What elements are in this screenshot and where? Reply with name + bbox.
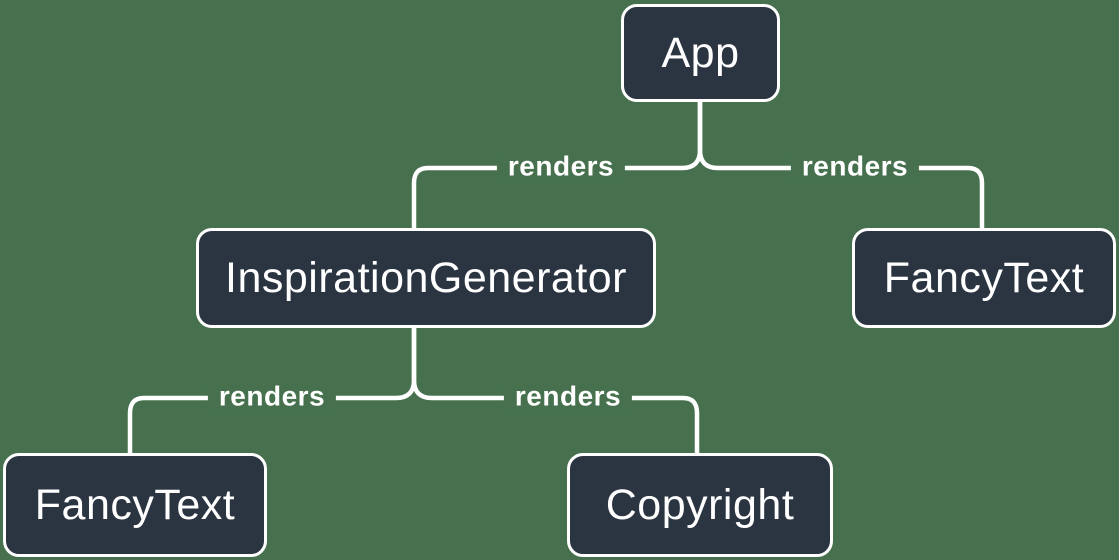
node-app: App [621,4,780,102]
node-inspiration-generator-label: InspirationGenerator [225,253,627,302]
node-copyright-label: Copyright [605,480,795,529]
node-fancytext-left-label: FancyText [34,480,236,529]
node-fancytext-right-label: FancyText [883,253,1085,302]
node-app-label: App [661,28,740,77]
edge-label-renders-3: renders [207,381,337,413]
node-fancytext-right: FancyText [852,228,1116,328]
edge-label-renders-1: renders [496,151,626,183]
node-fancytext-left: FancyText [3,453,267,557]
edge-label-renders-2: renders [790,151,920,183]
node-inspiration-generator: InspirationGenerator [196,228,656,328]
edge-label-renders-4: renders [503,381,633,413]
node-copyright: Copyright [567,453,833,557]
